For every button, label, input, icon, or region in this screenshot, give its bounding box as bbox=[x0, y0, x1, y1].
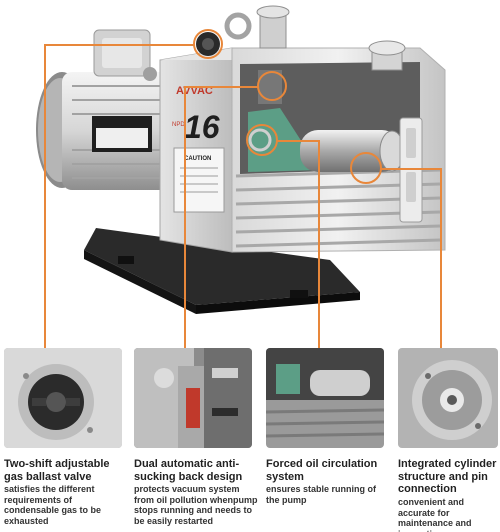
thumb-anti-sucking-back bbox=[134, 348, 252, 448]
leader-line bbox=[184, 86, 186, 354]
thumb-gas-ballast-valve bbox=[4, 348, 122, 448]
callout-circle-anti-suck bbox=[257, 71, 287, 101]
feature-description: convenient and accurate for maintenance … bbox=[398, 497, 472, 532]
thumb-integrated-cylinder bbox=[398, 348, 498, 448]
callout-circle-ballast-valve bbox=[193, 29, 223, 59]
feature-description: protects vacuum system from oil pollutio… bbox=[134, 484, 258, 526]
leader-line bbox=[276, 140, 320, 142]
oil-circulation-icon bbox=[266, 348, 384, 448]
model-number: 16 bbox=[184, 109, 220, 145]
cylinder-pin-connection-icon bbox=[398, 348, 498, 448]
feature-title: Integrated cylinder structure and pin co… bbox=[398, 458, 497, 495]
vacuum-pump-illustration: AVVAC NPD 16 CAUTION bbox=[36, 5, 446, 314]
feature-title: Forced oil circulation system bbox=[266, 458, 378, 483]
feature-forced-oil-circulation: Forced oil circulation system ensures st… bbox=[266, 348, 386, 532]
leader-line bbox=[440, 168, 442, 354]
leader-line bbox=[184, 86, 258, 88]
gas-ballast-valve-icon bbox=[4, 348, 122, 448]
feature-description: satisfies the different requirements of … bbox=[4, 484, 102, 526]
feature-anti-sucking-back: Dual automatic anti-sucking back design … bbox=[134, 348, 257, 532]
motor bbox=[36, 29, 180, 190]
leader-line bbox=[44, 44, 194, 46]
thumb-forced-oil-circulation bbox=[266, 348, 384, 448]
leader-line bbox=[318, 140, 320, 354]
top-fittings bbox=[196, 5, 406, 71]
caution-label: CAUTION bbox=[184, 156, 211, 162]
feature-integrated-cylinder: Integrated cylinder structure and pin co… bbox=[398, 348, 498, 532]
leader-line bbox=[44, 44, 46, 354]
feature-title: Dual automatic anti-sucking back design bbox=[134, 458, 243, 483]
leader-line bbox=[380, 168, 442, 170]
feature-title: Two-shift adjustable gas ballast valve bbox=[4, 458, 110, 483]
anti-suck-back-valve-icon bbox=[134, 348, 252, 448]
feature-gas-ballast-valve: Two-shift adjustable gas ballast valve s… bbox=[4, 348, 124, 532]
model-prefix: NPD bbox=[172, 122, 185, 128]
feature-description: ensures stable running of the pump bbox=[266, 484, 377, 505]
